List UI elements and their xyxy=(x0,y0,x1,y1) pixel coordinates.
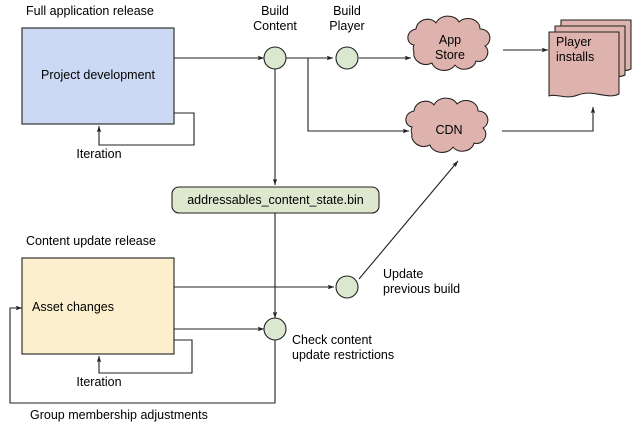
state-file-box xyxy=(171,186,380,214)
app-store-cloud xyxy=(407,15,491,71)
player-installs-stack xyxy=(548,19,632,98)
app-store-label-line2: Store xyxy=(435,48,465,62)
build-content-node xyxy=(263,46,287,70)
check-content-update-label-line1: Check content xyxy=(292,333,372,347)
update-previous-build-node xyxy=(335,275,359,299)
edge-update-previous-build-to-cdn xyxy=(358,160,459,280)
check-content-update-node xyxy=(263,317,287,341)
edge-group-membership-adjustments xyxy=(9,305,276,404)
app-store-label-line1: App xyxy=(438,33,462,47)
project-development-box xyxy=(21,27,175,125)
cdn-label: CDN xyxy=(435,123,463,137)
build-content-label-line1: Build xyxy=(261,4,289,18)
iteration-loop-top xyxy=(96,112,195,146)
edge-cdn-to-player-installs xyxy=(502,106,596,132)
asset-changes-label: Asset changes xyxy=(32,300,114,314)
group-membership-adjustments-label: Group membership adjustments xyxy=(30,408,208,422)
update-previous-build-label-line1: Update xyxy=(383,267,424,281)
player-installs-label-line2: installs xyxy=(556,50,595,64)
project-development-label: Project development xyxy=(41,68,155,82)
state-file-label: addressables_content_state.bin xyxy=(187,193,364,207)
section-label-content-update-release: Content update release xyxy=(26,234,156,248)
build-player-label-line2: Player xyxy=(329,19,365,33)
build-player-node xyxy=(335,46,359,70)
cdn-cloud xyxy=(405,97,489,153)
iteration-label-bottom: Iteration xyxy=(76,375,122,389)
asset-changes-box xyxy=(21,257,175,355)
update-previous-build-label-line2: previous build xyxy=(383,282,461,296)
build-player-label-line1: Build xyxy=(333,4,361,18)
player-installs-label-line1: Player xyxy=(556,35,592,49)
section-label-full-application-release: Full application release xyxy=(26,4,154,18)
check-content-update-label-line2: update restrictions xyxy=(292,348,395,362)
iteration-loop-bottom xyxy=(96,339,193,374)
build-content-label-line2: Content xyxy=(253,19,297,33)
edge-build-content-to-cdn xyxy=(307,58,410,134)
iteration-label-top: Iteration xyxy=(76,147,122,161)
